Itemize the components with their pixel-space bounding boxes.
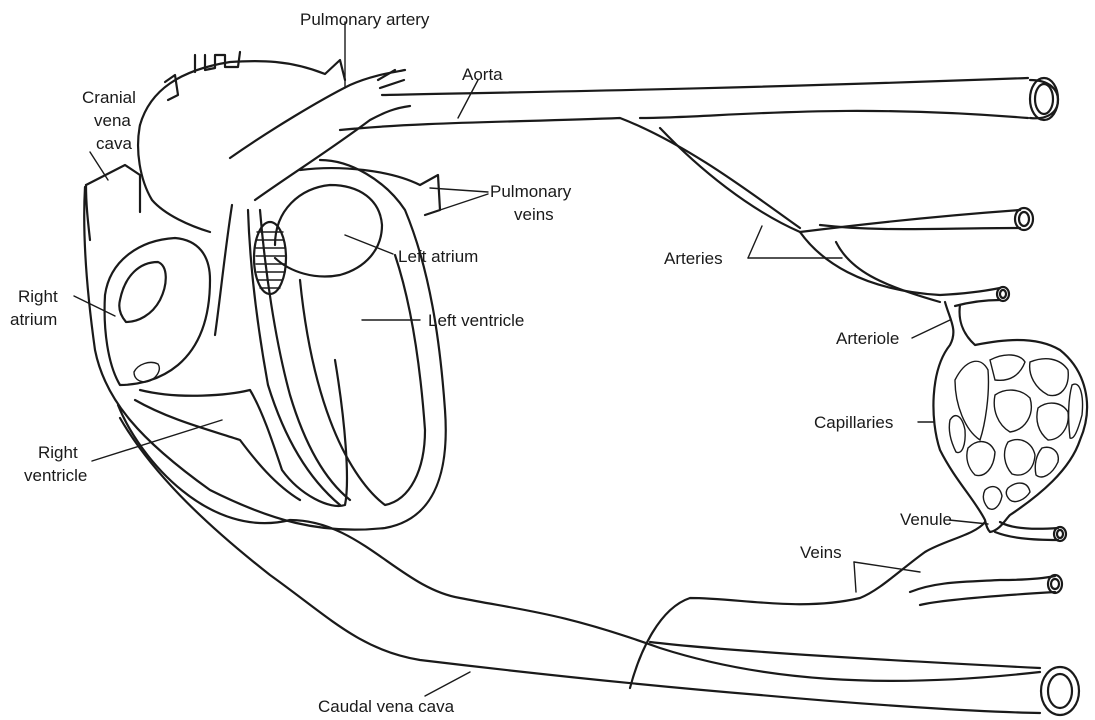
label-right-atrium-1: Right bbox=[18, 287, 58, 306]
label-cranial-vena-cava-2: vena bbox=[94, 111, 131, 130]
label-right-ventricle-2: ventricle bbox=[24, 466, 87, 485]
label-right-atrium-2: atrium bbox=[10, 310, 57, 329]
label-veins: Veins bbox=[800, 543, 842, 562]
label-pulmonary-artery: Pulmonary artery bbox=[300, 10, 430, 29]
heart bbox=[84, 52, 446, 530]
label-venule: Venule bbox=[900, 510, 952, 529]
vein-branch bbox=[630, 522, 1066, 688]
artery-branch-lower bbox=[800, 232, 1009, 306]
caudal-vena-cava-vessel bbox=[118, 405, 1040, 713]
label-pulmonary-veins-2: veins bbox=[514, 205, 554, 224]
label-left-atrium: Left atrium bbox=[398, 247, 478, 266]
aorta-end-opening bbox=[1030, 78, 1058, 120]
label-arteriole: Arteriole bbox=[836, 329, 899, 348]
caudal-vena-cava-opening bbox=[1041, 667, 1079, 715]
label-pulmonary-veins-1: Pulmonary bbox=[490, 182, 572, 201]
aorta-vessel bbox=[340, 78, 1058, 228]
label-left-ventricle: Left ventricle bbox=[428, 311, 524, 330]
artery-branch-upper bbox=[660, 128, 1033, 232]
leader-lines bbox=[74, 22, 988, 696]
label-right-ventricle-1: Right bbox=[38, 443, 78, 462]
label-capillaries: Capillaries bbox=[814, 413, 893, 432]
label-cranial-vena-cava-3: cava bbox=[96, 134, 132, 153]
capillary-bed bbox=[933, 302, 1087, 532]
label-arteries: Arteries bbox=[664, 249, 723, 268]
label-caudal-vena-cava: Caudal vena cava bbox=[318, 697, 455, 716]
label-aorta: Aorta bbox=[462, 65, 503, 84]
label-cranial-vena-cava-1: Cranial bbox=[82, 88, 136, 107]
